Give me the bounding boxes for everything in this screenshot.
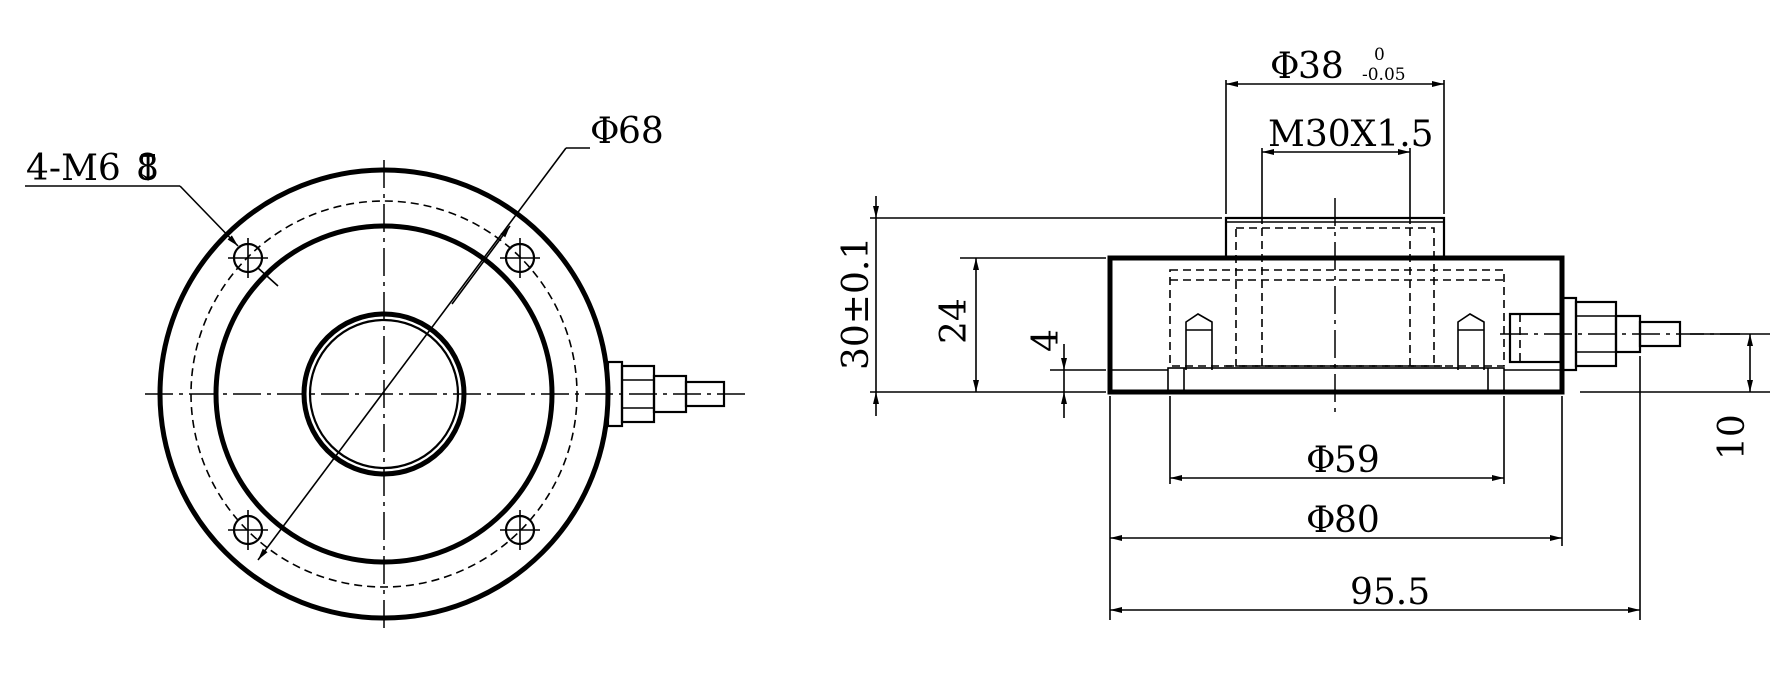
mounting-hole-top-right [500,238,540,278]
hole-depth-symbol: ↧ [133,148,163,189]
boss-tolerance-lower: -0.05 [1362,65,1406,85]
overall-length-label: 95.5 [1350,572,1430,613]
bolt-circle-diameter-symbol: Φ [590,111,620,152]
mounting-hole-bottom-right [500,510,540,550]
boss-diameter-symbol: Φ [1270,46,1300,87]
boss-diameter-value: 38 [1298,46,1344,87]
hole-callout-label: 4-M6 [26,148,121,189]
body-height-label: 24 [934,298,975,344]
center-boss-inner-circle [308,318,460,470]
bolt-circle-dimension: Φ 68 [257,111,664,561]
body-diameter-dimension: Φ 80 [1110,500,1562,541]
total-height-dimension: 30±0.1 [836,196,879,416]
thread-dimension: M30X1.5 [1262,114,1434,155]
hole-depth-value: 8 [136,148,159,189]
recess-diameter-dimension: Φ 59 [1170,440,1504,481]
body-diameter-value: 80 [1334,500,1380,541]
total-height-label: 30±0.1 [836,237,877,370]
bolt-circle-diameter-value: 68 [618,111,664,152]
side-body-outline [1107,255,1565,395]
center-boss-circle [301,311,467,477]
mounting-hole-top-left [228,238,268,278]
boss-tolerance-upper: 0 [1374,45,1385,65]
mounting-hole-bottom-left [228,510,268,550]
body-height-dimension: 24 [934,258,979,392]
overall-length-dimension: 95.5 [1110,572,1640,613]
inner-body-circle [213,223,555,565]
recess-diameter-symbol: Φ [1306,440,1336,481]
mounting-holes [228,238,540,550]
cable-height-dimension: 10 [1712,334,1753,460]
thread-label: M30X1.5 [1268,114,1434,155]
body-diameter-symbol: Φ [1306,500,1336,541]
recess-depth-dimension: 4 [1026,329,1067,418]
recess-depth-label: 4 [1026,329,1067,352]
hole-callout: 4-M6 ↧ 8 [25,148,279,287]
boss-diameter-dimension: Φ 38 0 -0.05 [1226,45,1444,87]
side-hidden-lines [1110,227,1562,393]
side-view: Φ 38 0 -0.05 M30X1.5 30±0.1 24 4 [836,45,1770,620]
cable-height-label: 10 [1712,414,1753,460]
bolt-circle-dashed [190,200,578,588]
top-view: 4-M6 ↧ 8 Φ 68 [25,111,750,630]
top-view-cable-connector [606,360,726,428]
recess-diameter-value: 59 [1334,440,1380,481]
